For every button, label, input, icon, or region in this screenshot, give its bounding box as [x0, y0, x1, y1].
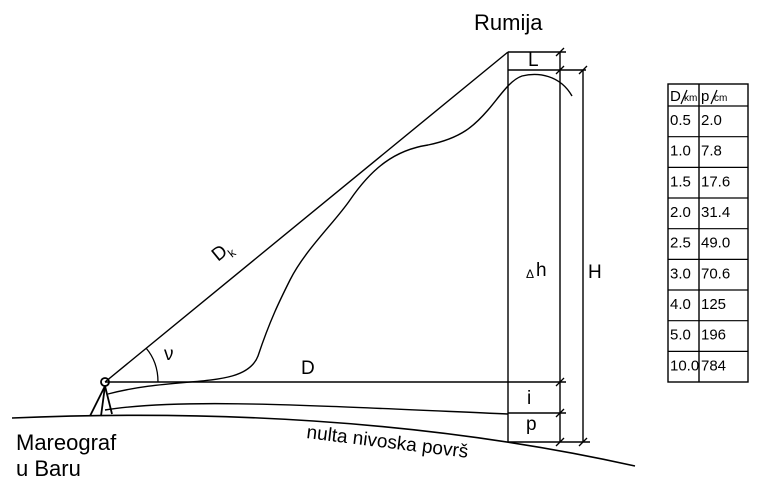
table-cell-distance: 5.0	[670, 327, 691, 344]
station-label-line1: Mareograf	[16, 430, 117, 455]
station-label-line2: u Baru	[16, 456, 81, 481]
table-cell-distance: 1.5	[670, 173, 691, 190]
table-header-d: D	[670, 88, 681, 105]
label-L: L	[528, 50, 539, 71]
theodolite-icon	[89, 377, 113, 417]
table-cell-distance: 10.0	[670, 357, 699, 374]
angle-arc	[145, 347, 159, 383]
label-i: i	[527, 388, 531, 409]
label-delta: Δ	[526, 267, 534, 281]
leveling-surface-label: nulta nivoska površ	[305, 422, 469, 463]
label-p: p	[526, 414, 537, 435]
label-D: D	[301, 358, 315, 379]
table-cell-correction: 17.6	[701, 173, 730, 190]
peak-label: Rumija	[474, 10, 543, 35]
table-cell-distance: 2.0	[670, 204, 691, 221]
leveling-surface-curve	[11, 414, 636, 467]
table-cell-distance: 0.5	[670, 112, 691, 129]
table-cell-correction: 125	[701, 296, 726, 313]
table-cell-distance: 3.0	[670, 265, 691, 282]
table-cell-distance: 2.5	[670, 235, 691, 252]
table-cell-correction: 49.0	[701, 235, 730, 252]
table-cell-correction: 31.4	[701, 204, 730, 221]
line-of-sight-dk	[104, 51, 509, 383]
distance-correction-table: D km p cm 0.5 2.0 1.0 7.8 1.5 17.6 2.0 31.4 2.5 4…	[667, 83, 749, 383]
mountain-profile	[107, 73, 573, 395]
label-nu: ν	[164, 344, 174, 365]
label-dh: h	[536, 260, 547, 281]
terrain-base-line	[104, 402, 509, 415]
table-cell-correction: 7.8	[701, 143, 722, 160]
label-H: H	[588, 262, 602, 283]
table-cell-distance: 1.0	[670, 143, 691, 160]
table-header-p: p	[701, 88, 709, 105]
table-cell-correction: 2.0	[701, 112, 722, 129]
table-cell-correction: 70.6	[701, 265, 730, 282]
table-cell-correction: 196	[701, 327, 726, 344]
table-cell-distance: 4.0	[670, 296, 691, 313]
table-header-d-unit: km	[684, 93, 697, 104]
table-header-p-unit: cm	[714, 93, 727, 104]
dimension-ticks	[555, 47, 588, 447]
table-cell-correction: 784	[701, 357, 726, 374]
